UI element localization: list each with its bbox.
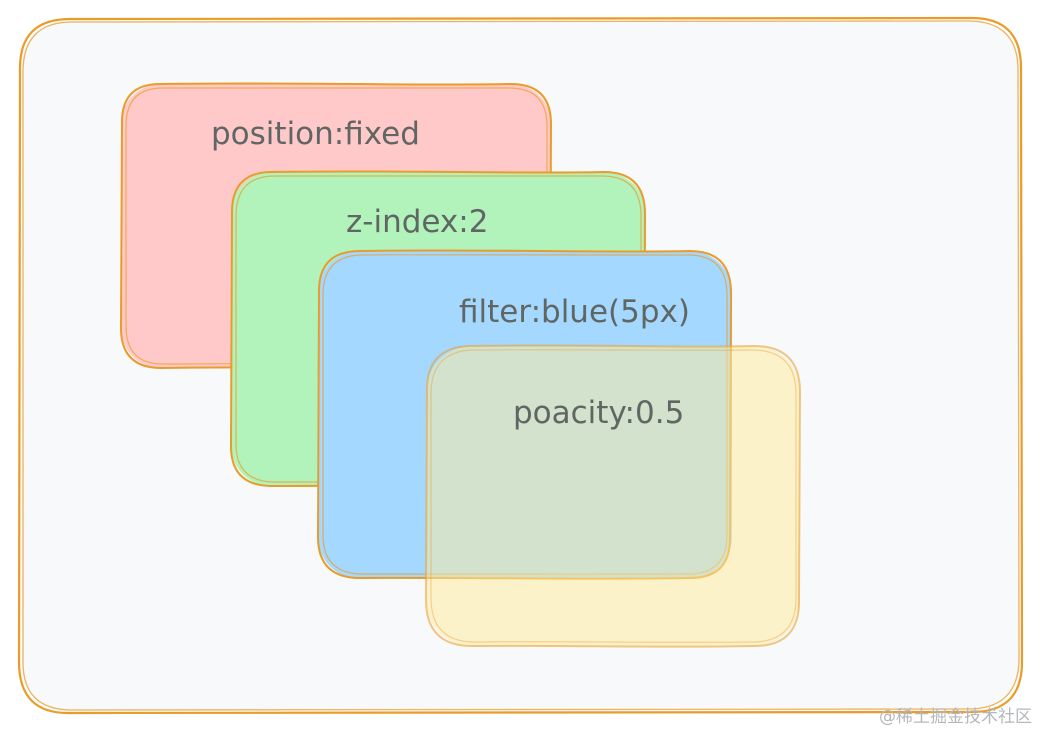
zindex-box-label: z-index:2 — [346, 204, 488, 240]
watermark-text: @稀土掘金技术社区 — [879, 707, 1032, 727]
filter-box-label: filter:blue(5px) — [459, 294, 690, 330]
opacity-box-label: poacity:0.5 — [513, 395, 684, 431]
opacity-box: poacity:0.5 — [425, 344, 801, 648]
fixed-box-label: position:fixed — [211, 116, 420, 152]
